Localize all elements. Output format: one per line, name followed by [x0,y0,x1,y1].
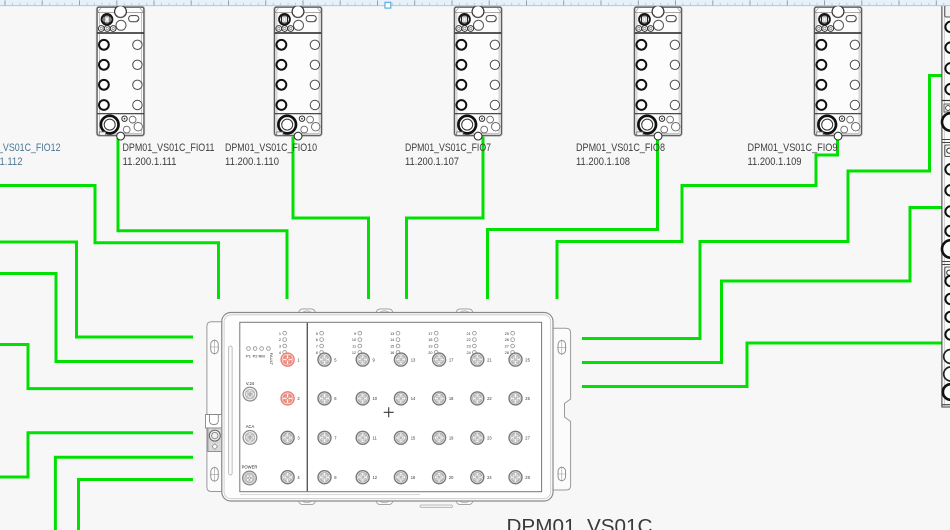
svg-text:DPM01_VS01C_FIO11: DPM01_VS01C_FIO11 [123,142,215,154]
svg-text:DPM01_VS01C_FIO9: DPM01_VS01C_FIO9 [748,142,838,154]
svg-text:5: 5 [334,357,337,362]
svg-text:11.200.1.108: 11.200.1.108 [576,156,630,168]
svg-text:26: 26 [505,338,509,342]
svg-text:1: 1 [297,357,300,362]
svg-text:FAULT: FAULT [269,353,274,366]
svg-text:1: 1 [279,332,281,336]
svg-text:6: 6 [316,338,318,342]
svg-text:6: 6 [334,396,337,401]
svg-text:9: 9 [373,357,376,362]
svg-text:DPM01_VS01C: DPM01_VS01C [507,516,653,530]
svg-text:DPM01_VS01C_FIO12: DPM01_VS01C_FIO12 [0,142,61,154]
svg-text:12: 12 [373,475,378,480]
svg-text:20: 20 [428,351,432,355]
svg-text:12: 12 [352,351,356,355]
svg-text:3: 3 [279,345,281,349]
svg-text:5: 5 [316,332,318,336]
svg-text:24: 24 [487,475,492,480]
svg-text:23: 23 [466,345,470,349]
svg-text:11.200.1.107: 11.200.1.107 [405,156,459,168]
svg-text:23: 23 [487,436,492,441]
svg-text:11.200.1.111: 11.200.1.111 [123,156,177,168]
svg-text:3: 3 [297,436,300,441]
svg-text:11.200.1.110: 11.200.1.110 [225,156,279,168]
svg-text:25: 25 [525,357,530,362]
svg-text:22: 22 [487,396,492,401]
svg-text:22: 22 [466,338,470,342]
svg-text:4: 4 [297,475,300,480]
svg-text:2: 2 [297,396,300,401]
svg-text:18: 18 [449,396,454,401]
svg-text:2: 2 [279,338,281,342]
svg-text:7: 7 [334,436,337,441]
svg-text:10: 10 [352,338,356,342]
svg-text:11: 11 [352,345,356,349]
svg-text:16: 16 [411,475,416,480]
svg-text:4: 4 [279,351,281,355]
svg-text:14: 14 [390,338,394,342]
svg-text:15: 15 [411,436,416,441]
svg-text:19: 19 [449,436,454,441]
svg-text:28: 28 [505,351,509,355]
svg-text:17: 17 [449,357,454,362]
svg-text:26: 26 [525,396,530,401]
svg-text:DPM01_VS01C_FIO10: DPM01_VS01C_FIO10 [225,142,317,154]
svg-text:13: 13 [390,332,394,336]
svg-text:21: 21 [466,332,470,336]
svg-text:V.24: V.24 [246,381,255,386]
svg-text:20: 20 [449,475,454,480]
svg-text:15: 15 [390,345,394,349]
svg-text:19: 19 [428,345,432,349]
svg-text:RM: RM [258,354,264,359]
svg-text:16: 16 [390,351,394,355]
svg-text:POWER: POWER [242,465,258,470]
svg-text:25: 25 [505,332,509,336]
svg-text:24: 24 [466,351,470,355]
svg-text:DPM01_VS01C_FIO7: DPM01_VS01C_FIO7 [405,142,491,154]
svg-text:10: 10 [373,396,378,401]
svg-text:11.200.1.109: 11.200.1.109 [748,156,802,168]
svg-text:P1: P1 [246,354,252,359]
svg-text:17: 17 [428,332,432,336]
svg-text:DPM01_VS01C_FIO8: DPM01_VS01C_FIO8 [576,142,665,154]
svg-text:9: 9 [354,332,356,336]
svg-text:11.200.1.112: 11.200.1.112 [0,156,23,168]
svg-text:P2: P2 [253,354,259,359]
svg-text:11: 11 [373,436,378,441]
svg-text:27: 27 [505,345,509,349]
svg-text:18: 18 [428,338,432,342]
svg-text:27: 27 [525,436,530,441]
svg-text:28: 28 [525,475,530,480]
svg-text:21: 21 [487,357,492,362]
svg-text:8: 8 [334,475,337,480]
svg-text:ACA: ACA [246,424,255,429]
svg-text:13: 13 [411,357,416,362]
svg-text:7: 7 [316,345,318,349]
svg-text:14: 14 [411,396,416,401]
svg-text:8: 8 [316,351,318,355]
